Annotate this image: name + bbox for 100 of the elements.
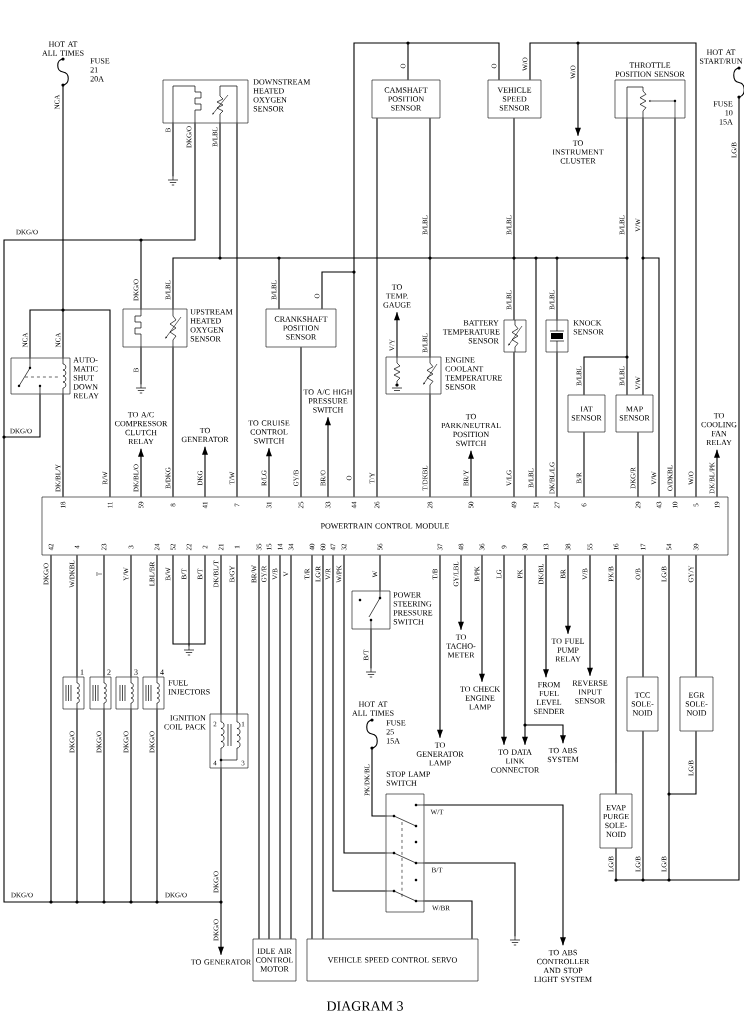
- wire-arrow: [394, 311, 400, 358]
- wire: [76, 554, 78, 678]
- wire: [429, 117, 431, 259]
- wire: [62, 393, 64, 498]
- wire: [556, 257, 628, 259]
- wire: [278, 257, 280, 310]
- wire: [290, 554, 292, 940]
- wire-arrow: [524, 724, 566, 744]
- wire: [642, 554, 644, 678]
- wire: [524, 554, 526, 726]
- wire: [130, 901, 158, 903]
- wire: [103, 901, 132, 903]
- wire-arrow: [565, 554, 571, 635]
- wire: [407, 42, 409, 81]
- wire: [140, 122, 196, 241]
- wire: [535, 257, 537, 498]
- wire: [50, 901, 78, 903]
- wire: [642, 257, 660, 498]
- wire: [642, 730, 644, 881]
- wire-arrow: [522, 724, 528, 746]
- wire: [140, 346, 142, 386]
- wire: [513, 257, 537, 259]
- wire: [637, 431, 639, 498]
- wire: [220, 767, 222, 903]
- wire: [535, 257, 558, 259]
- wire-arrow: [458, 554, 464, 631]
- wire-arrow: [423, 804, 566, 946]
- wire: [321, 271, 355, 310]
- wire: [3, 436, 52, 903]
- wire: [219, 257, 280, 259]
- wire: [311, 554, 313, 940]
- wire: [3, 393, 41, 438]
- wire: [429, 393, 431, 498]
- wire: [219, 122, 221, 259]
- ground-symbol: [167, 176, 179, 186]
- wire: [668, 96, 740, 881]
- wire: [156, 554, 158, 678]
- wire: [556, 257, 558, 321]
- wire: [76, 901, 105, 903]
- wire: [513, 257, 515, 321]
- wire: [583, 356, 628, 396]
- wire-arrow: [266, 447, 272, 498]
- wire: [642, 257, 644, 396]
- wire: [583, 431, 585, 498]
- wire: [268, 554, 270, 940]
- wire: [220, 554, 222, 715]
- diagram-title: DIAGRAM 3: [326, 1001, 403, 1011]
- wire-arrow: [325, 416, 331, 498]
- wire: [370, 628, 372, 670]
- wire-arrow: [714, 449, 720, 498]
- wire-arrow: [468, 450, 474, 498]
- wire: [513, 117, 515, 259]
- wire: [156, 708, 158, 903]
- wire: [300, 346, 302, 498]
- wire: [130, 554, 132, 678]
- wire: [62, 309, 64, 359]
- wire: [3, 239, 142, 438]
- wire: [626, 117, 628, 259]
- wire: [236, 122, 238, 498]
- wire: [626, 356, 628, 396]
- wire: [62, 309, 111, 498]
- wire: [103, 708, 105, 903]
- wire: [407, 42, 500, 81]
- wire: [371, 747, 387, 817]
- wire: [642, 879, 670, 881]
- wire: [140, 239, 142, 310]
- wire-arrow: [587, 554, 593, 677]
- wire-arrow: [437, 554, 443, 739]
- wire: [172, 257, 221, 310]
- wire: [513, 351, 515, 498]
- ground-symbol: [509, 936, 521, 946]
- wire-arrow: [202, 446, 208, 498]
- wire-arrow: [575, 42, 581, 137]
- wire-arrow: [501, 554, 507, 746]
- wire: [556, 351, 558, 498]
- wire: [695, 554, 697, 678]
- wire: [29, 309, 64, 359]
- wire: [674, 117, 676, 498]
- wire-arrow: [543, 554, 549, 678]
- wire: [642, 117, 644, 259]
- wire: [279, 554, 281, 940]
- wire: [188, 554, 206, 645]
- wire: [423, 900, 473, 940]
- wire: [668, 730, 697, 795]
- wire: [156, 901, 222, 903]
- wire: [379, 554, 381, 592]
- wire: [626, 257, 628, 358]
- wire: [172, 122, 174, 178]
- wire: [278, 257, 431, 259]
- wire: [258, 554, 260, 940]
- wire: [172, 554, 190, 645]
- wire: [236, 554, 238, 715]
- wire: [343, 554, 387, 854]
- wire: [668, 554, 670, 795]
- wire-arrow: [479, 554, 485, 683]
- wire-arrow: [138, 448, 144, 498]
- wire: [103, 554, 105, 678]
- wire: [353, 42, 409, 273]
- wire: [353, 271, 355, 498]
- wire: [429, 257, 515, 259]
